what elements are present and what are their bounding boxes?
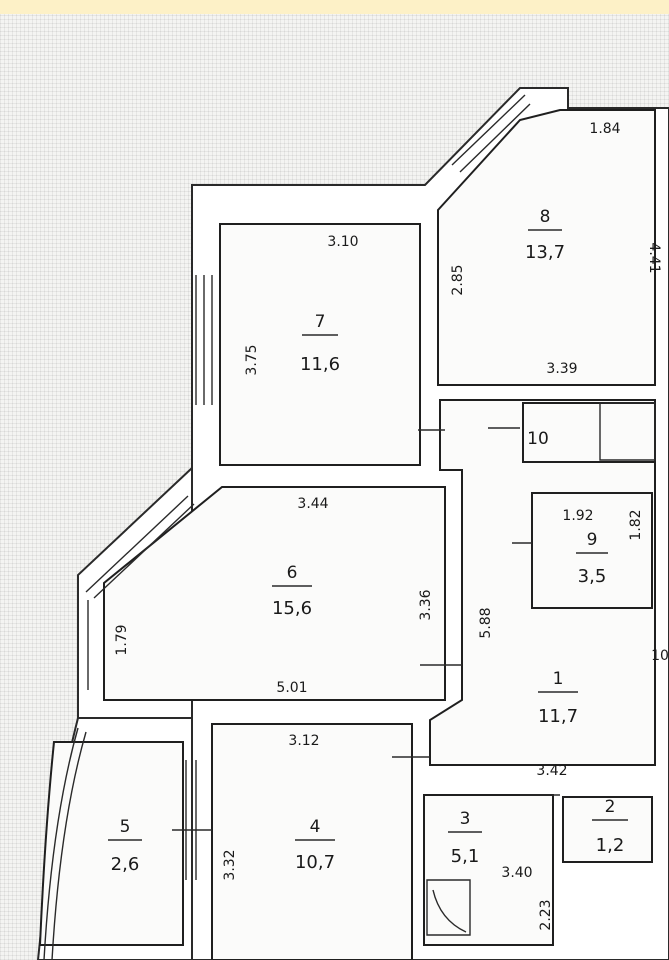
room-3-number: 3 [460,809,471,829]
room-9 [531,492,653,609]
window-room-7 [195,275,213,405]
room-7-number: 7 [315,312,326,332]
dim-r3-bottom: 2.23 [538,899,554,930]
room-5 [38,741,184,946]
room-7-area: 11,6 [300,354,340,375]
dim-r4-top: 3.12 [288,733,319,749]
room-9-number: 9 [587,530,598,550]
room-1-area: 11,7 [538,706,578,727]
top-band [0,0,669,14]
window-room-5 [43,727,197,960]
dim-r8-top: 1.84 [589,121,620,137]
room-8-number: 8 [540,207,551,227]
fixture-room-10 [599,402,656,461]
room-5-area: 2,6 [111,854,140,875]
room-8 [437,109,656,386]
dim-r8-bottom: 3.39 [546,361,577,377]
dim-r8-right: 4.41 [646,242,662,273]
window-room-8 [451,94,531,173]
room-5-number: 5 [120,817,131,837]
edge-mark: 10 [651,648,669,664]
room-2-area: 1,2 [596,835,625,856]
room-10-number: 10 [527,429,549,449]
dim-r7-left: 3.75 [244,344,260,375]
dim-r9-top: 1.92 [562,508,593,524]
room-9-area: 3,5 [578,566,607,587]
room-4-area: 10,7 [295,852,335,873]
room-3-area: 5,1 [451,846,480,867]
room-3 [423,794,554,946]
dim-r6-right: 3.36 [418,589,434,620]
dim-r8-left: 2.85 [450,264,466,295]
dim-r9-right: 1.82 [628,509,644,540]
room-6-area: 15,6 [272,598,312,619]
fixture-room-3-line [432,889,467,933]
dim-r2-top: 3.42 [536,763,567,779]
door-marks [172,427,560,831]
room-8-area: 13,7 [525,242,565,263]
room-1-number: 1 [553,669,564,689]
room-2-number: 2 [605,797,616,817]
dimension-labels: 1.84 2.85 4.41 3.39 3.10 3.75 3.44 1.79 … [114,121,669,931]
dim-r7-top: 3.10 [327,234,358,250]
room-4 [211,723,413,960]
room-4-number: 4 [310,817,321,837]
room-6 [103,486,446,701]
dim-corridor: 5.88 [478,607,494,638]
room-2 [562,796,653,863]
dim-r6-left: 1.79 [114,624,130,655]
room-labels: 8 13,7 7 11,6 6 15,6 1 11,7 9 3,5 10 4 1… [108,207,628,875]
room-6-number: 6 [287,563,298,583]
dim-r3-right: 3.40 [501,865,532,881]
dim-r6-top: 3.44 [297,496,328,512]
dim-r4-left: 3.32 [222,849,238,880]
dim-r6-bottom: 5.01 [276,680,307,696]
window-room-6 [85,495,195,690]
room-7 [219,223,421,466]
fixture-room-3 [426,879,471,936]
